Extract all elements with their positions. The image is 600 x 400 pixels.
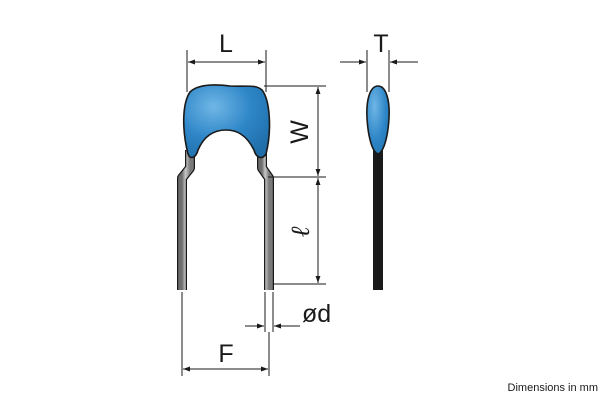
lead-spacing-label: F [218,340,233,368]
lead-diameter-label: ød [302,300,331,328]
capacitor-body-side [366,85,390,155]
length-label: L [219,30,233,58]
units-note: Dimensions in mm [507,382,598,394]
length-dimension: L [186,30,267,92]
lead-length-label: ℓ [286,226,316,237]
lead-spacing-dimension: F [181,292,270,376]
capacitor-body-front [182,84,271,159]
width-dimension: W [264,85,326,178]
width-label: W [286,120,314,144]
front-left-lead [177,150,195,290]
thickness-dimension: T [340,30,418,92]
thickness-label: T [373,30,388,58]
lead-diameter-dimension: ød [245,292,331,332]
front-right-lead [257,150,274,290]
lead-length-dimension: ℓ [274,178,326,285]
